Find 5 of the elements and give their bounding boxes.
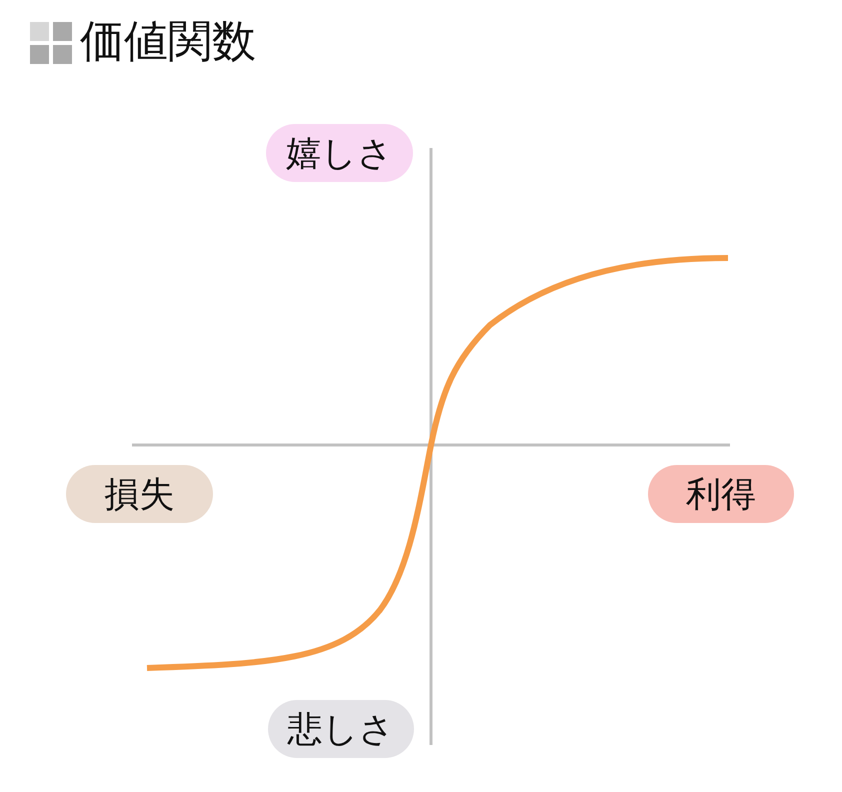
axis-label: 損失 [66,465,213,523]
axis-label: 悲しさ [268,700,414,758]
page-title: 価値関数 [80,15,256,69]
axis-label: 利得 [648,465,794,523]
axis-label: 嬉しさ [266,124,413,182]
